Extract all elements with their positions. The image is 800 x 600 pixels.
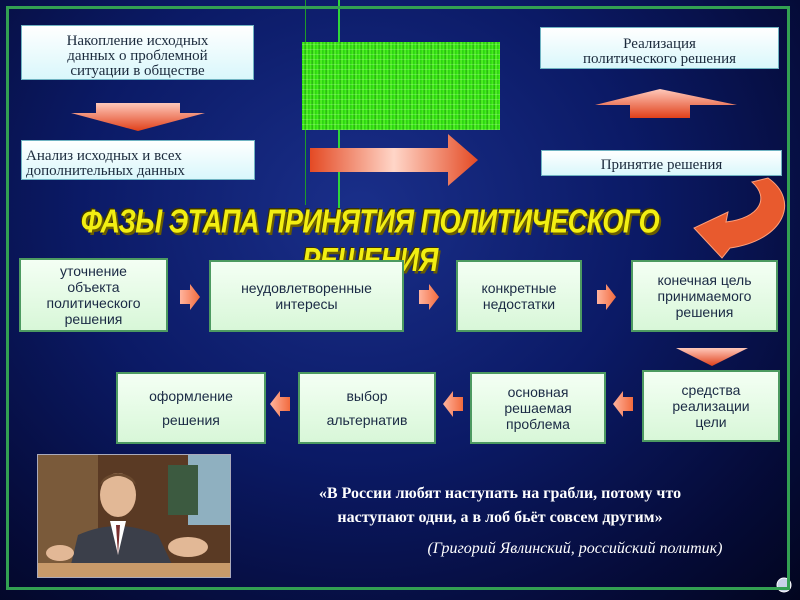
arrow-up-1 [595, 89, 737, 118]
corner-icon [776, 577, 792, 593]
arrow-small-left [443, 391, 463, 417]
portrait-illustration [38, 455, 230, 577]
box-accumulation: Накопление исходных данных о проблемной … [21, 25, 254, 80]
arrow-small-left [270, 391, 290, 417]
arrow-right-big [310, 134, 478, 186]
arrow-down-1 [71, 103, 205, 131]
arrow-small [597, 284, 616, 310]
portrait-photo [37, 454, 231, 578]
box-analysis: Анализ исходных и всех дополнительных да… [21, 140, 255, 180]
arrow-small [180, 284, 200, 310]
green-glyph-block [302, 42, 500, 130]
quote-author: (Григорий Явлинский, российский политик) [427, 540, 723, 557]
arrow-small [419, 284, 439, 310]
quote-text: «В России любят наступать на грабли, пот… [318, 485, 682, 526]
arrow-down-2 [676, 348, 748, 366]
box-realization: Реализация политического решения [540, 27, 779, 69]
box-decision: Принятие решения [541, 150, 782, 176]
arrow-small-left [613, 391, 633, 417]
arrow-curved [693, 177, 786, 259]
slide-title: ФАЗЫ ЭТАПА ПРИНЯТИЯ ПОЛИТИЧЕСКОГО РЕШЕНИ… [80, 202, 660, 278]
